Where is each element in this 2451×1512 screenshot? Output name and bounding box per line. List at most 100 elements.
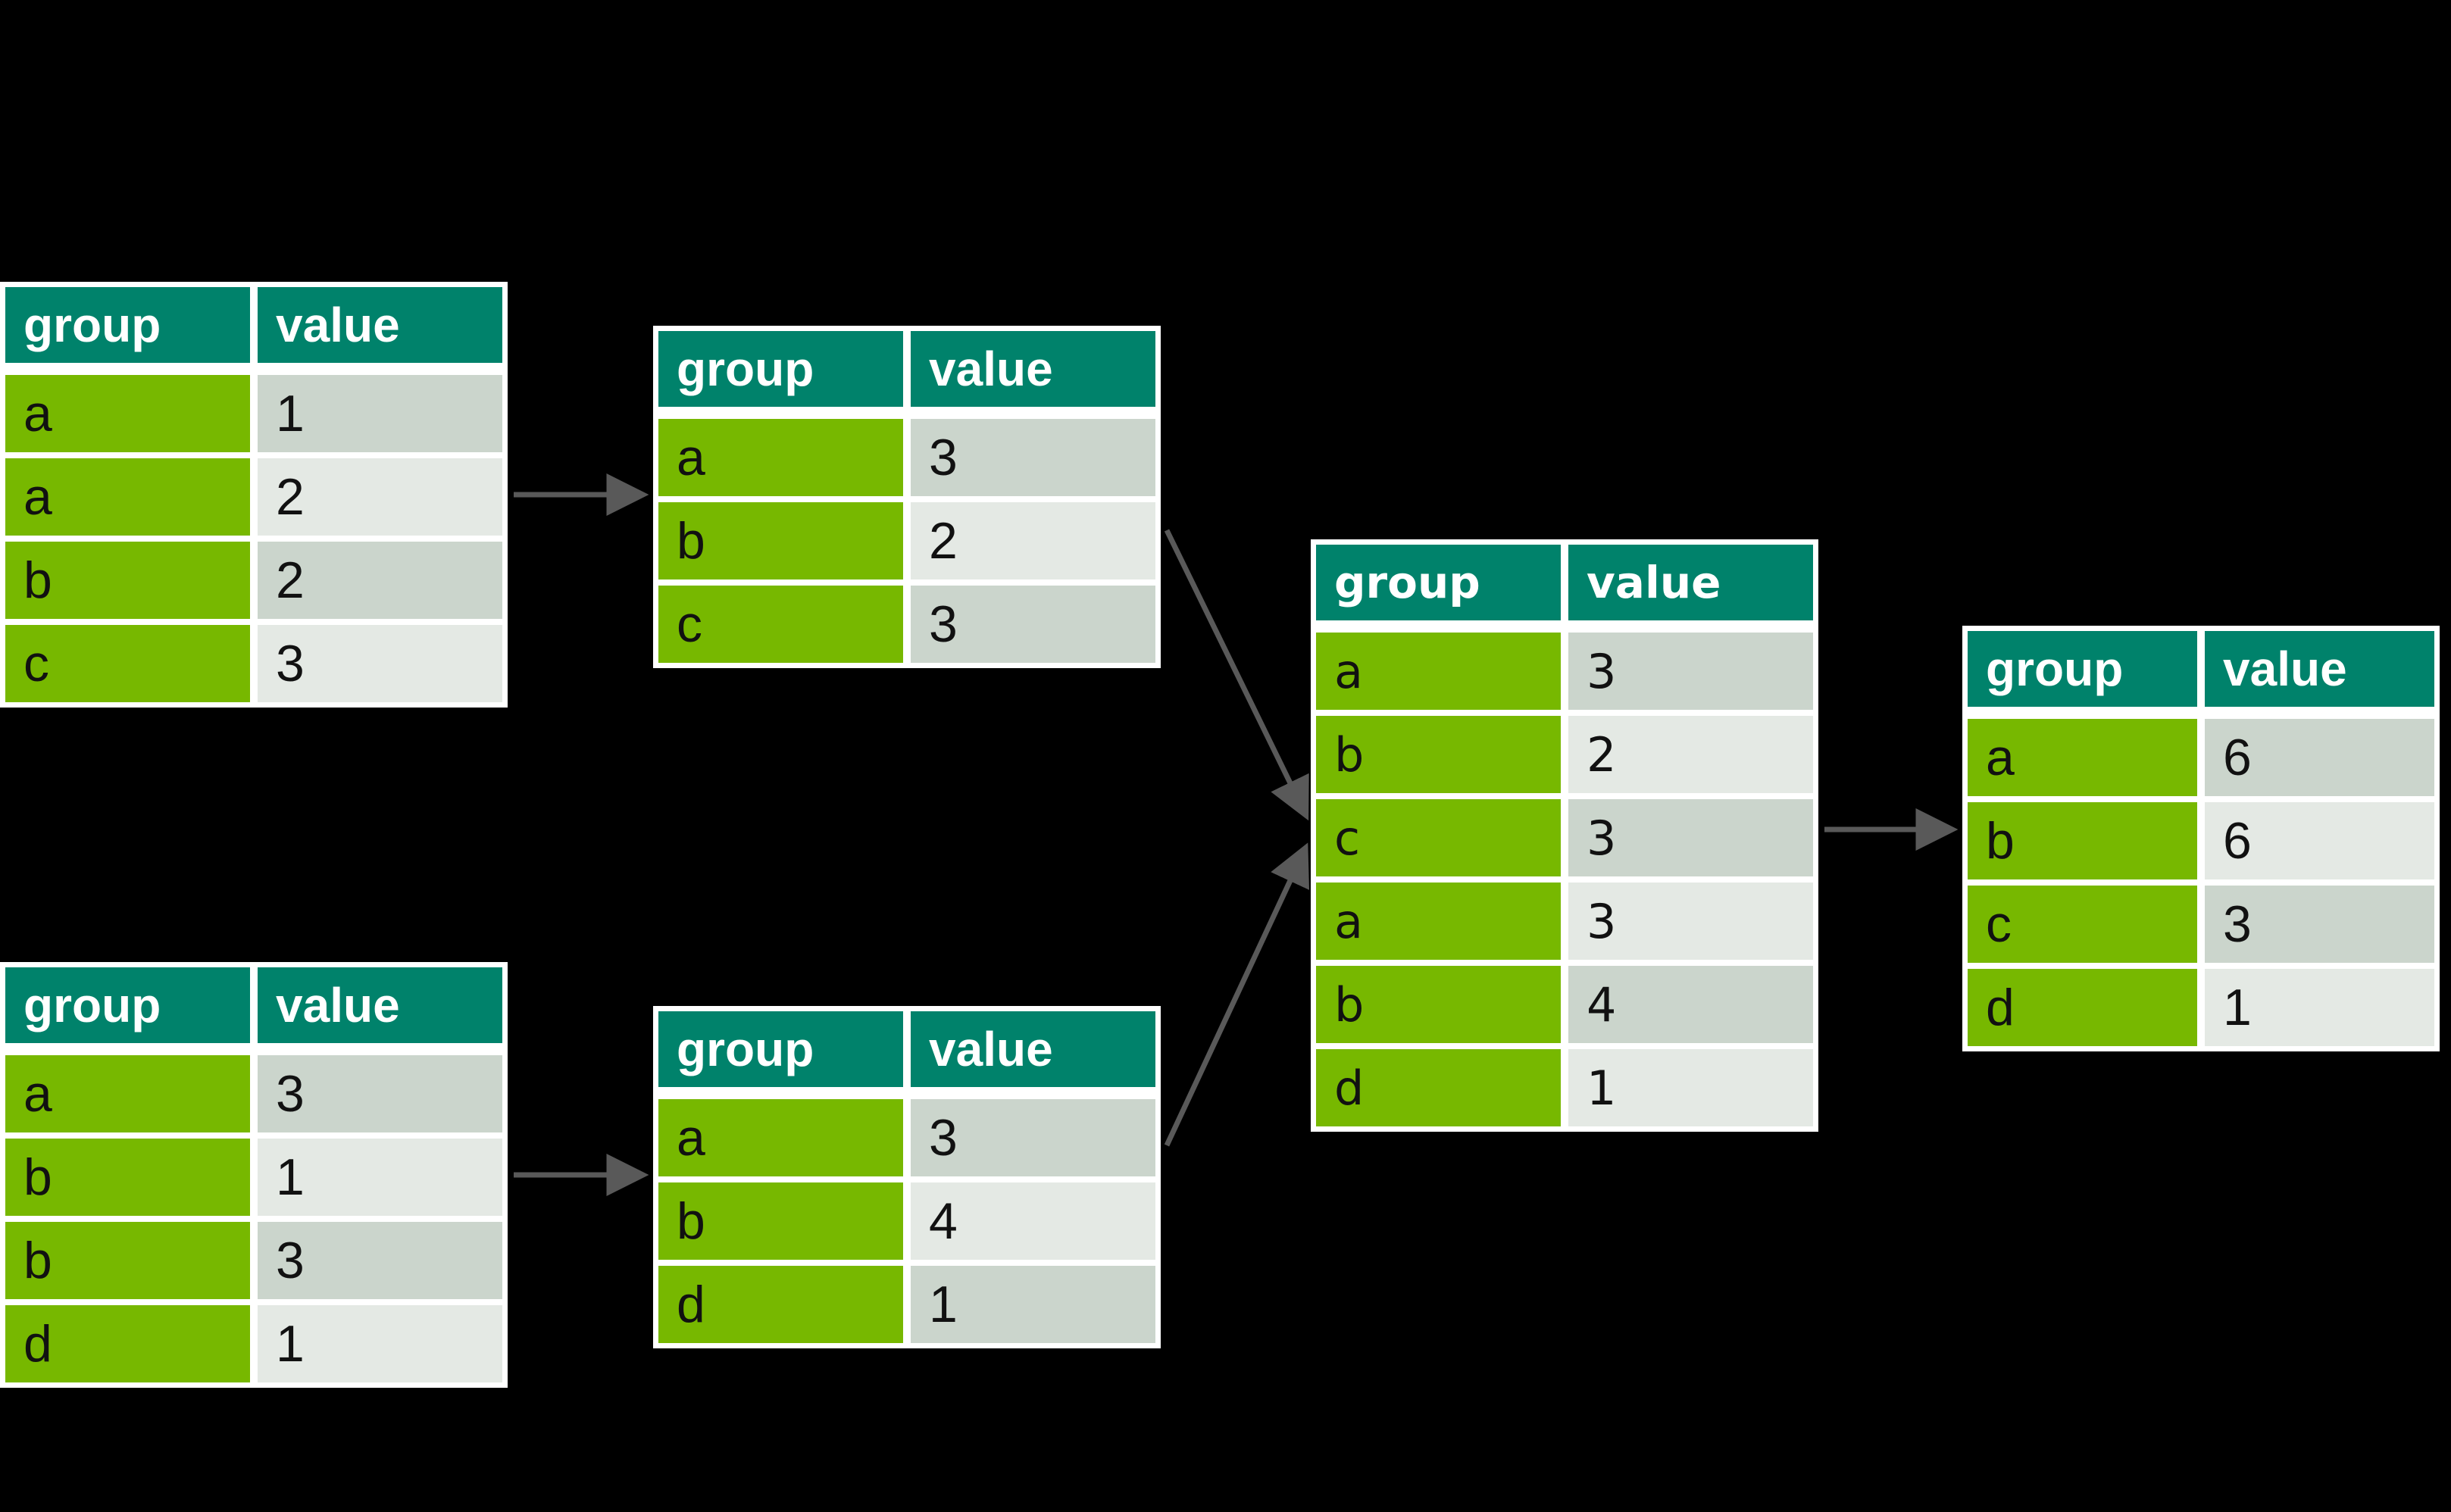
arrow-agg2-to-concat xyxy=(1164,842,1310,1147)
value-cell: 3 xyxy=(2205,886,2434,963)
group-cell: a xyxy=(658,419,903,496)
value-cell: 3 xyxy=(258,1055,502,1132)
group-cell: b xyxy=(658,502,903,579)
value-cell: 3 xyxy=(258,1222,502,1299)
group-cell: b xyxy=(658,1182,903,1260)
value-cell: 6 xyxy=(2205,802,2434,879)
value-cell: 1 xyxy=(911,1266,1155,1343)
value-cell: 3 xyxy=(1568,883,1813,960)
group-cell: a xyxy=(1316,883,1561,960)
group-cell: b xyxy=(5,1222,250,1299)
value-cell: 3 xyxy=(911,419,1155,496)
group-cell: a xyxy=(5,458,250,536)
value-cell: 1 xyxy=(258,375,502,452)
group-cell: a xyxy=(1316,633,1561,710)
value-cell: 3 xyxy=(911,586,1155,663)
value-cell: 3 xyxy=(1568,633,1813,710)
table-header-row: group value xyxy=(5,287,502,363)
column-header-value: value xyxy=(911,331,1155,407)
group-cell: d xyxy=(658,1266,903,1343)
column-header-group: group xyxy=(658,331,903,407)
column-header-value: value xyxy=(258,967,502,1043)
value-cell: 1 xyxy=(258,1139,502,1216)
value-cell: 3 xyxy=(1568,799,1813,876)
column-header-group: group xyxy=(658,1011,903,1087)
group-cell: b xyxy=(1316,716,1561,793)
value-cell: 2 xyxy=(258,458,502,536)
value-cell: 1 xyxy=(1568,1049,1813,1126)
column-header-group: group xyxy=(5,287,250,363)
column-header-group: group xyxy=(1968,631,2197,707)
value-cell: 1 xyxy=(2205,969,2434,1046)
group-cell: a xyxy=(5,1055,250,1132)
group-cell: a xyxy=(1968,719,2197,796)
group-cell: b xyxy=(1968,802,2197,879)
group-cell: c xyxy=(658,586,903,663)
table-header-row: group value xyxy=(1968,631,2434,707)
group-cell: d xyxy=(1968,969,2197,1046)
value-cell: 4 xyxy=(1568,966,1813,1043)
group-cell: b xyxy=(1316,966,1561,1043)
value-cell: 2 xyxy=(911,502,1155,579)
column-header-value: value xyxy=(1568,545,1813,620)
arrow-agg1-to-concat xyxy=(1164,529,1309,821)
table-header-row: group value xyxy=(658,1011,1155,1087)
value-cell: 4 xyxy=(911,1182,1155,1260)
table-header-row: group value xyxy=(1316,545,1813,620)
table-header-row: group value xyxy=(5,967,502,1043)
column-header-value: value xyxy=(911,1011,1155,1087)
group-cell: b xyxy=(5,1139,250,1216)
group-cell: b xyxy=(5,542,250,619)
group-cell: a xyxy=(658,1099,903,1176)
group-cell: d xyxy=(1316,1049,1561,1126)
column-header-value: value xyxy=(2205,631,2434,707)
group-cell: c xyxy=(1316,799,1561,876)
value-cell: 1 xyxy=(258,1305,502,1382)
group-cell: c xyxy=(5,625,250,702)
group-cell: d xyxy=(5,1305,250,1382)
value-cell: 2 xyxy=(1568,716,1813,793)
column-header-group: group xyxy=(1316,545,1561,620)
group-cell: a xyxy=(5,375,250,452)
value-cell: 2 xyxy=(258,542,502,619)
value-cell: 6 xyxy=(2205,719,2434,796)
table-header-row: group value xyxy=(658,331,1155,407)
group-cell: c xyxy=(1968,886,2197,963)
